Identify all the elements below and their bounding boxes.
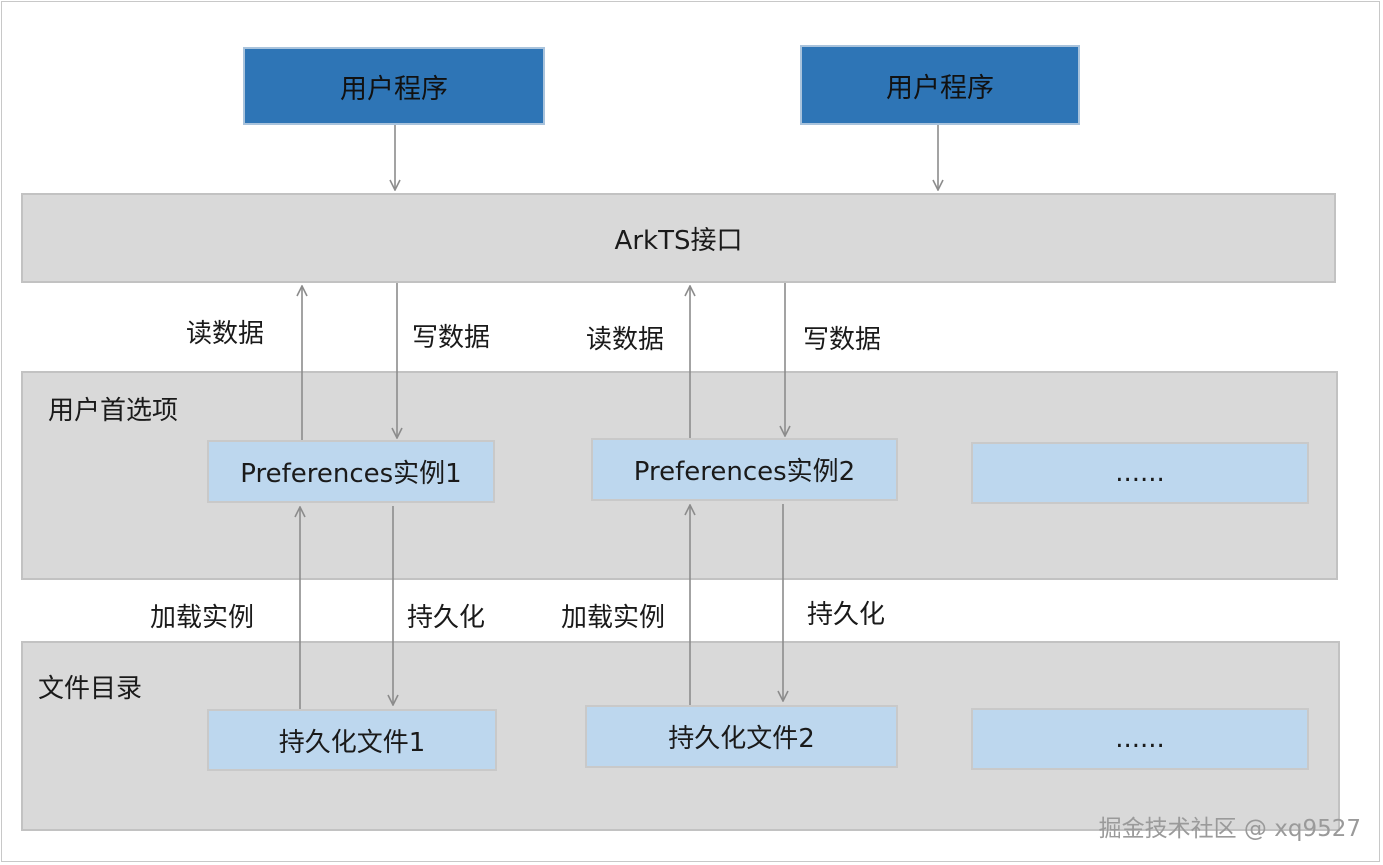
user-program-box-2: 用户程序 (800, 45, 1080, 125)
write-data-label-1: 写数据 (412, 323, 491, 353)
preferences-instance-1: Preferences实例1 (207, 440, 495, 503)
user-preferences-title: 用户首选项 (48, 396, 179, 426)
persistent-file-more: ...... (971, 708, 1309, 770)
preferences-instance-more: ...... (971, 442, 1309, 504)
watermark-text: 掘金技术社区 @ xq9527 (1098, 816, 1361, 842)
load-instance-label-2: 加载实例 (561, 603, 666, 633)
persistent-file-1: 持久化文件1 (207, 709, 497, 771)
persist-label-2: 持久化 (807, 600, 886, 630)
persistent-file-2: 持久化文件2 (585, 705, 898, 768)
arkts-interface-layer: ArkTS接口 (21, 193, 1336, 283)
read-data-label-1: 读数据 (186, 319, 265, 349)
read-data-label-2: 读数据 (586, 325, 665, 355)
file-directory-title: 文件目录 (38, 674, 143, 704)
user-program-box-1: 用户程序 (243, 47, 545, 125)
preferences-instance-2: Preferences实例2 (591, 438, 898, 501)
persist-label-1: 持久化 (407, 603, 486, 633)
write-data-label-2: 写数据 (803, 325, 882, 355)
load-instance-label-1: 加载实例 (150, 603, 255, 633)
